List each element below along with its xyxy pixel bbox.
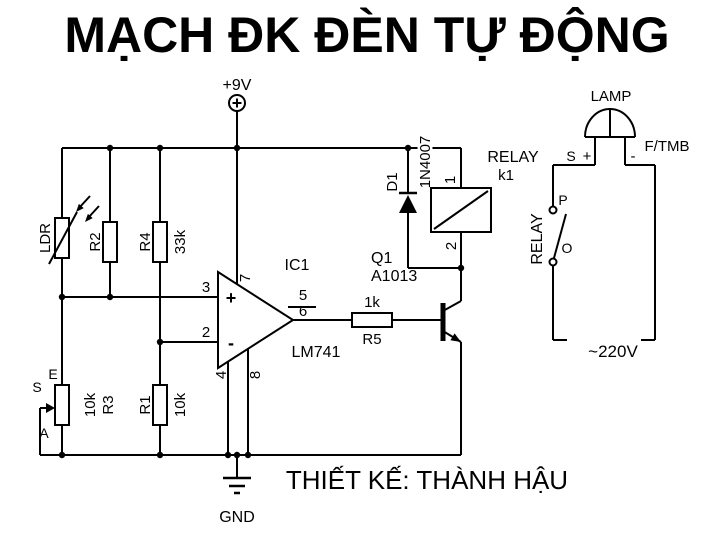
- lamp-terminal-minus: -: [631, 148, 636, 165]
- opamp-pin7: 7: [237, 274, 254, 282]
- junction-dots: [58, 144, 465, 459]
- resistor-r5: [351, 312, 393, 328]
- power-label: +9V: [223, 77, 252, 94]
- opamp-pin3: 3: [202, 279, 210, 296]
- lamp-terminal-s: S: [566, 148, 575, 164]
- q1-label: Q1: [371, 250, 392, 267]
- r2-label: R2: [87, 232, 104, 251]
- pot-terminal-s: S: [32, 379, 41, 395]
- opamp-pin2: 2: [202, 324, 210, 341]
- designer-credit: THIẾT KẾ: THÀNH HẬU: [286, 465, 568, 495]
- lamp-fuse-label: F/TMB: [645, 138, 690, 155]
- opamp-triangle: [217, 270, 295, 370]
- relay-pin1: 1: [442, 176, 459, 184]
- contact-o-label: O: [562, 240, 573, 256]
- opamp-inverting-sign: -: [228, 333, 234, 353]
- opamp-pin6: 6: [299, 303, 307, 320]
- wiper-arrow-icon: [46, 403, 55, 413]
- lamp-circuit-wires: [552, 108, 656, 341]
- light-arrow-icon: [85, 213, 93, 222]
- diode-d1-symbol: [399, 191, 417, 213]
- relay-contact-symbol: [548, 205, 567, 267]
- ground-label: GND: [219, 509, 255, 526]
- pot-terminal-a: A: [39, 425, 49, 441]
- r3-label: R3: [100, 395, 117, 414]
- opamp-pin8: 8: [247, 371, 264, 379]
- power-terminal: [228, 94, 246, 112]
- relay-pin2: 2: [443, 242, 460, 250]
- relay-coil-name: k1: [498, 167, 514, 184]
- opamp-name: IC1: [285, 257, 310, 274]
- lamp-label: LAMP: [591, 88, 632, 105]
- potentiometer-r3: [46, 384, 70, 426]
- contact-p-label: P: [558, 192, 567, 208]
- opamp-part: LM741: [292, 344, 341, 361]
- resistor-r2: [102, 221, 118, 263]
- page-title: MẠCH ĐK ĐÈN TỰ ĐỘNG: [64, 6, 669, 63]
- opamp-pin5: 5: [299, 287, 307, 304]
- opamp-pin4: 4: [213, 371, 230, 379]
- main-circuit-wires: [39, 111, 462, 478]
- emitter-arrow-icon: [450, 333, 461, 342]
- transistor-q1-symbol: [440, 303, 461, 342]
- q1-part: A1013: [371, 268, 417, 285]
- lamp-terminal-plus: +: [583, 148, 592, 165]
- opamp-noninverting-sign: +: [226, 288, 237, 308]
- switch-blade: [553, 213, 567, 259]
- resistor-r1: [152, 384, 168, 426]
- relay-coil-symbol: [430, 187, 492, 233]
- d1-part: 1N4007: [417, 136, 434, 189]
- mains-label: ~220V: [588, 342, 638, 361]
- ldr-label: LDR: [37, 223, 54, 253]
- r4-label: R4: [137, 232, 154, 251]
- r5-value: 1k: [364, 294, 380, 311]
- r1-value: 10k: [172, 392, 189, 417]
- r5-label: R5: [362, 331, 381, 348]
- ground-symbol: [223, 476, 251, 495]
- r4-value: 33k: [172, 229, 189, 254]
- ldr-symbol: [48, 195, 100, 265]
- light-arrow-icon: [76, 203, 84, 212]
- resistor-r4: [152, 221, 168, 263]
- relay-coil-label: RELAY: [487, 149, 539, 166]
- relay-contact-label: RELAY: [529, 213, 546, 265]
- pot-terminal-e: E: [48, 366, 57, 382]
- d1-label: D1: [384, 172, 401, 191]
- r3-value: 10k: [82, 392, 99, 417]
- lamp-dome: [584, 108, 636, 138]
- r1-label: R1: [137, 395, 154, 414]
